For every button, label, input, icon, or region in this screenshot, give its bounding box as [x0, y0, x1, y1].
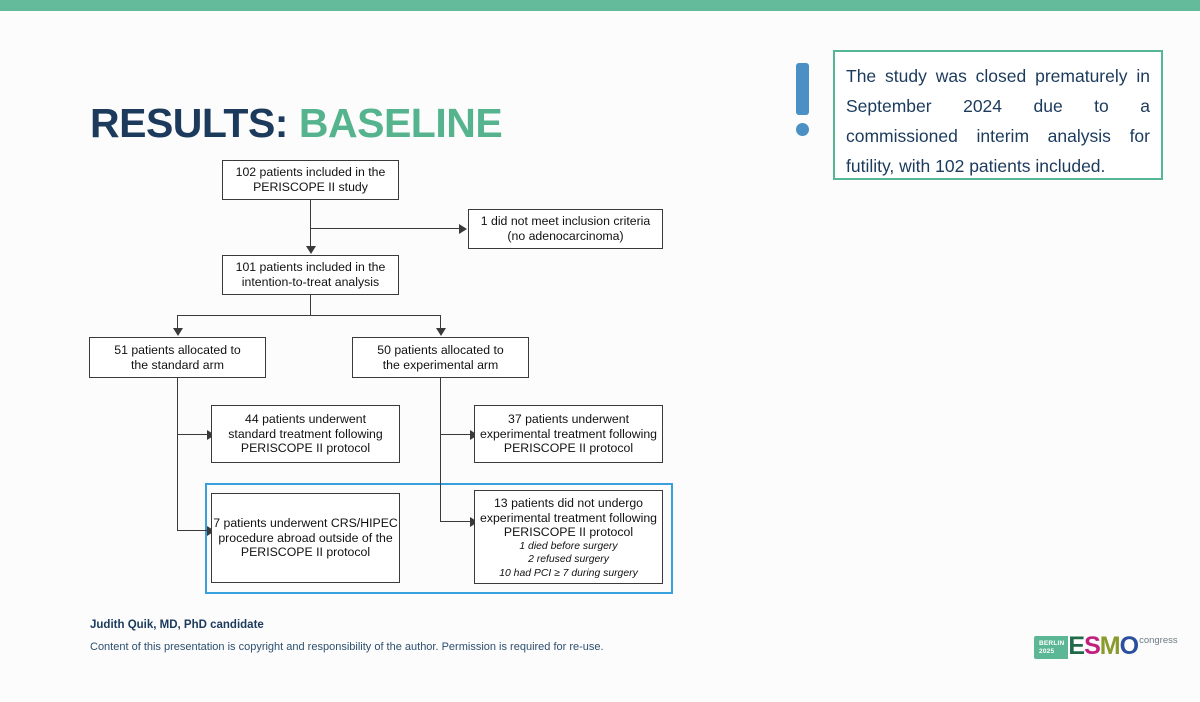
arrow-down-itt: [306, 246, 316, 254]
connector-split-left: [177, 315, 179, 330]
flow-box-line: PERISCOPE II protocol: [503, 525, 634, 540]
exclamation-icon: [793, 63, 813, 141]
connector-standard-to-treated: [177, 434, 210, 436]
flow-box-experimental-not-treated: 13 patients did not undergo experimental…: [474, 490, 663, 584]
flow-box-line: (no adenocarcinoma): [507, 229, 624, 243]
exclamation-dot: [796, 123, 809, 136]
flow-box-subline: 10 had PCI ≥ 7 during surgery: [499, 567, 638, 579]
logo-letter-o: O: [1119, 632, 1139, 660]
copyright-notice: Content of this presentation is copyrigh…: [90, 641, 604, 653]
flow-box-standard-arm: 51 patients allocated to the standard ar…: [89, 337, 266, 378]
flow-box-line: the experimental arm: [382, 357, 499, 372]
callout-box: The study was closed prematurely in Sept…: [833, 50, 1163, 180]
logo-letter-s: S: [1084, 632, 1101, 660]
connector-itt-split: [177, 315, 441, 317]
flow-box-subline: 2 refused surgery: [528, 554, 609, 566]
connector-experimental-to-nottreated: [440, 521, 473, 523]
flow-box-line: the standard arm: [131, 357, 224, 372]
flow-box-enrolled: 102 patients included in the PERISCOPE I…: [222, 160, 399, 200]
exclamation-bar: [796, 63, 809, 115]
page-title: RESULTS: BASELINE: [90, 100, 503, 147]
author-name: Judith Quik, MD, PhD candidate: [90, 619, 264, 631]
connector-experimental-to-treated: [440, 434, 473, 436]
callout: The study was closed prematurely in Sept…: [793, 50, 1163, 185]
page-title-primary: RESULTS:: [90, 100, 288, 146]
logo-letter-e: E: [1068, 632, 1085, 660]
flow-box-line: experimental treatment following: [479, 510, 658, 525]
connector-split-right: [440, 315, 442, 330]
flow-box-line: experimental treatment following: [479, 426, 658, 441]
arrow-down-standard-arm: [173, 328, 183, 336]
flow-box-line: PERISCOPE II study: [253, 180, 368, 194]
flow-box-line: 13 patients did not undergo: [493, 496, 644, 510]
connector-standard-arm-stem: [177, 378, 179, 531]
logo-letter-m: M: [1099, 632, 1121, 660]
logo-congress-label: congress: [1139, 635, 1178, 646]
flow-box-standard-crs-hipec: 7 patients underwent CRS/HIPEC procedure…: [211, 493, 400, 583]
logo-berlin-line1: BERLIN: [1039, 640, 1065, 647]
callout-text: The study was closed prematurely in Sept…: [846, 66, 1150, 176]
flow-box-experimental-treated: 37 patients underwent experimental treat…: [474, 405, 663, 463]
connector-standard-to-crs: [177, 530, 210, 532]
flow-box-line: 44 patients underwent: [244, 412, 366, 427]
flow-box-experimental-arm: 50 patients allocated to the experimenta…: [352, 337, 529, 378]
flow-box-excluded: 1 did not meet inclusion criteria (no ad…: [468, 209, 663, 249]
flow-box-subline: 1 died before surgery: [519, 540, 618, 552]
connector-experimental-arm-stem: [440, 378, 442, 522]
flow-box-line: 51 patients allocated to: [114, 342, 241, 357]
flow-box-line: standard treatment following: [228, 426, 383, 441]
flow-box-line: 1 did not meet inclusion criteria: [480, 214, 651, 229]
logo-berlin-badge: BERLIN 2025: [1034, 636, 1069, 659]
flow-box-line: 50 patients allocated to: [377, 342, 504, 357]
flow-box-line: PERISCOPE II protocol: [240, 545, 371, 560]
arrow-down-experimental-arm: [436, 328, 446, 336]
flow-box-line: 102 patients included in the: [235, 165, 386, 180]
flow-box-line: PERISCOPE II protocol: [240, 441, 371, 456]
page-title-secondary: BASELINE: [298, 100, 503, 146]
flow-box-line: procedure abroad outside of the: [218, 530, 393, 545]
flow-box-line: 101 patients included in the: [235, 260, 386, 275]
flow-box-itt: 101 patients included in the intention-t…: [222, 255, 399, 295]
flow-box-standard-treated: 44 patients underwent standard treatment…: [211, 405, 400, 463]
esmo-congress-logo: BERLIN 2025 E S M O congress: [1034, 634, 1178, 659]
top-accent-bar: [0, 0, 1200, 11]
flow-box-line: 7 patients underwent CRS/HIPEC: [213, 516, 398, 531]
connector-enrolled-to-itt: [310, 200, 312, 248]
arrow-right-excluded: [459, 224, 467, 234]
flow-box-line: intention-to-treat analysis: [241, 275, 380, 289]
connector-enrolled-to-excluded: [310, 228, 460, 230]
logo-berlin-line2: 2025: [1039, 647, 1055, 655]
highlight-rectangle: [205, 483, 673, 594]
connector-itt-stem: [310, 295, 312, 316]
flow-box-line: 37 patients underwent: [507, 412, 629, 427]
logo-esmo-wordmark: E S M O: [1068, 632, 1139, 660]
flow-box-line: PERISCOPE II protocol: [503, 441, 634, 456]
